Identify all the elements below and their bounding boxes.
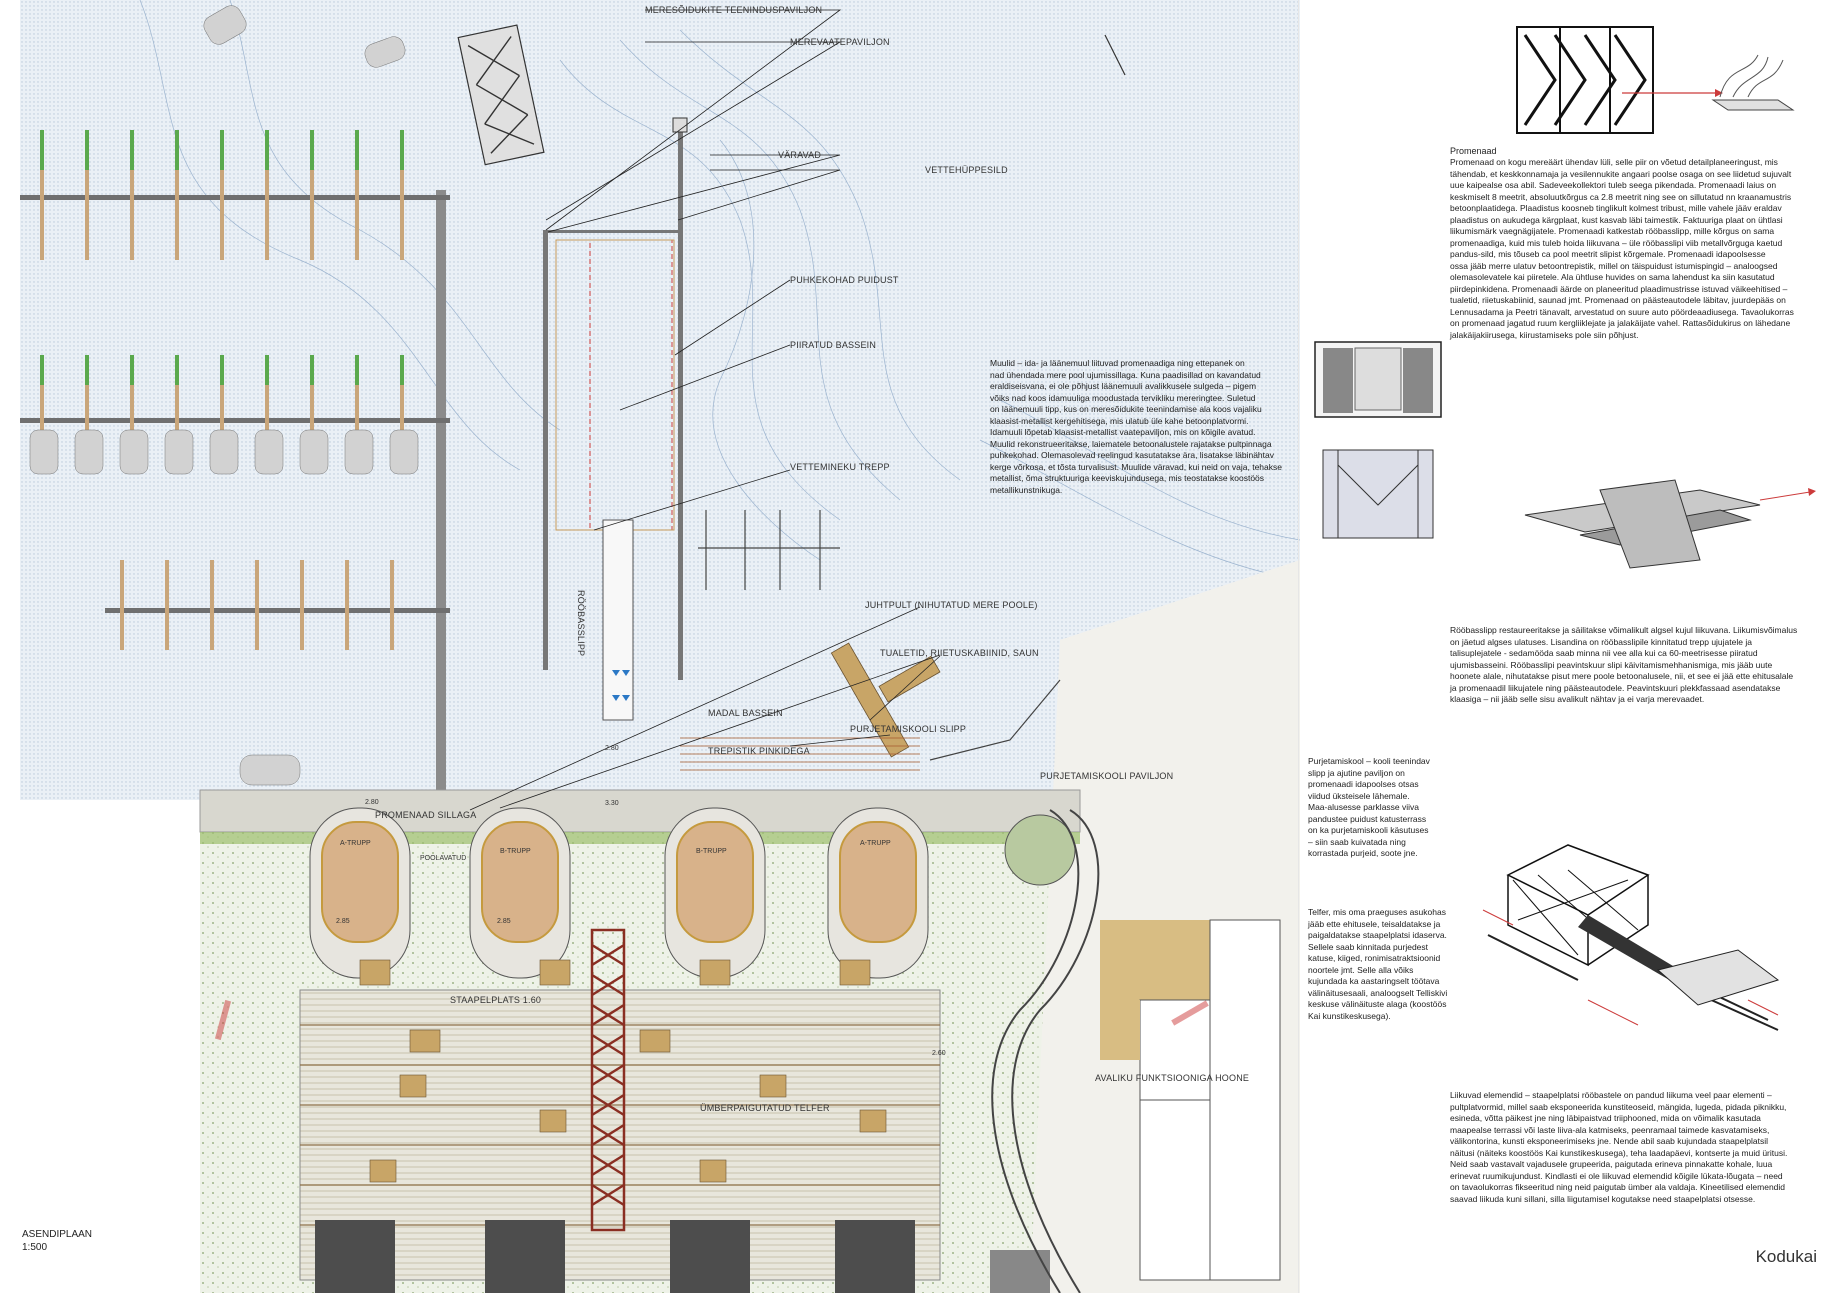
label-meresoidukite: MERESÕIDUKITE TEENINDUSPAVILJON <box>645 5 823 15</box>
liikuvad-text: Liikuvad elemendid – staapelplatsi rööba… <box>1450 1090 1788 1204</box>
label-purjetamisslipp: PURJETAMISKOOLI SLIPP <box>850 724 967 734</box>
label-vetteminekutrepp: VETTEMINEKU TREPP <box>790 462 890 472</box>
telfer <box>590 928 626 1232</box>
shallow-piers <box>698 510 840 590</box>
site-plan <box>20 0 1300 1293</box>
public-building <box>1100 919 1281 1281</box>
btrupp-2: B-TRUPP <box>696 848 727 855</box>
promenaad-title: Promenaad <box>1450 146 1497 156</box>
west-pier <box>436 190 446 790</box>
rail-slip <box>602 519 634 721</box>
greenhouse-diagram <box>1482 844 1780 1031</box>
atrupp-1: A-TRUPP <box>340 840 371 847</box>
purjetamiskool-text: Purjetamiskool – kooli teenindav slipp j… <box>1308 756 1430 858</box>
bench-diagram <box>1711 54 1795 111</box>
dim-285b: 2.85 <box>497 918 511 925</box>
label-trepistik: TREPISTIK PINKIDEGA <box>708 746 810 756</box>
poolavatud: POOLAVATUD <box>420 855 467 862</box>
label-puhkekohad: PUHKEKOHAD PUIDUST <box>790 275 899 285</box>
dim-330: 3.30 <box>605 800 619 807</box>
sailing-pavilion <box>830 642 941 758</box>
building-groups <box>309 807 929 979</box>
label-varavad: VÄRAVAD <box>778 150 822 160</box>
label-avalik: AVALIKU FUNKTSIOONIGA HOONE <box>1095 1073 1250 1083</box>
roundabout <box>1004 814 1076 886</box>
leader-lines <box>469 9 941 811</box>
roobasslipp-text: Rööbasslipp restaureeritakse ja säilitak… <box>1450 625 1798 704</box>
label-umberpaigutatud: ÜMBERPAIGUTATUD TELFER <box>700 1103 830 1113</box>
bottom-buildings <box>315 1220 915 1293</box>
stair-benches <box>680 737 920 771</box>
label-piiratud: PIIRATUD BASSEIN <box>790 340 877 350</box>
label-roobasslipp: RÖÖBASSLIPP <box>576 590 586 657</box>
dim-285a: 2.85 <box>336 918 350 925</box>
label-madalbassein: MADAL BASSEIN <box>708 708 783 718</box>
label-tualetid: TUALETID, RIIETUSKABIINID, SAUN <box>880 648 1039 658</box>
east-pier <box>543 230 548 670</box>
gate-arrow <box>1622 89 1723 97</box>
shed-diagram <box>1314 341 1442 539</box>
boat-slips <box>29 5 419 786</box>
depth-contours <box>139 0 1300 581</box>
promenade-bridge-diagram <box>1524 479 1816 569</box>
service-pavilion <box>457 24 545 166</box>
muulid-text: Muulid – ida- ja läänemuul liituvad prom… <box>990 358 1282 495</box>
promenaad-text: Promenaad on kogu mereäärt ühendav lüli,… <box>1450 157 1794 340</box>
dim-260: 2.60 <box>932 1050 946 1057</box>
plan-title: ASENDIPLAAN 1:500 <box>22 1229 93 1253</box>
telfer-text: Telfer, mis oma praeguses asukohas jääb … <box>1308 907 1448 1021</box>
dim-280b: 2.80 <box>365 799 379 806</box>
dim-280a: 2.80 <box>605 745 619 752</box>
divider <box>1298 0 1299 1293</box>
gate-diagram <box>1516 26 1654 134</box>
label-purjetamispaviljon: PURJETAMISKOOLI PAVILJON <box>1040 771 1174 781</box>
label-merevaate: MEREVAATEPAVILJON <box>790 37 890 47</box>
btrupp-1: B-TRUPP <box>500 848 531 855</box>
label-staapelplats: STAAPELPLATS 1.60 <box>450 995 542 1005</box>
label-promenaad: PROMENAAD SILLAGA <box>375 810 477 820</box>
atrupp-2: A-TRUPP <box>860 840 891 847</box>
north-arrow <box>1104 34 1126 76</box>
label-juhtpult: JUHTPULT (NIHUTATUD MERE POOLE) <box>865 600 1038 610</box>
label-vettehuppesild: VETTEHÜPPESILD <box>925 165 1008 175</box>
brand-kodukai: Kodukai <box>1755 1247 1817 1266</box>
